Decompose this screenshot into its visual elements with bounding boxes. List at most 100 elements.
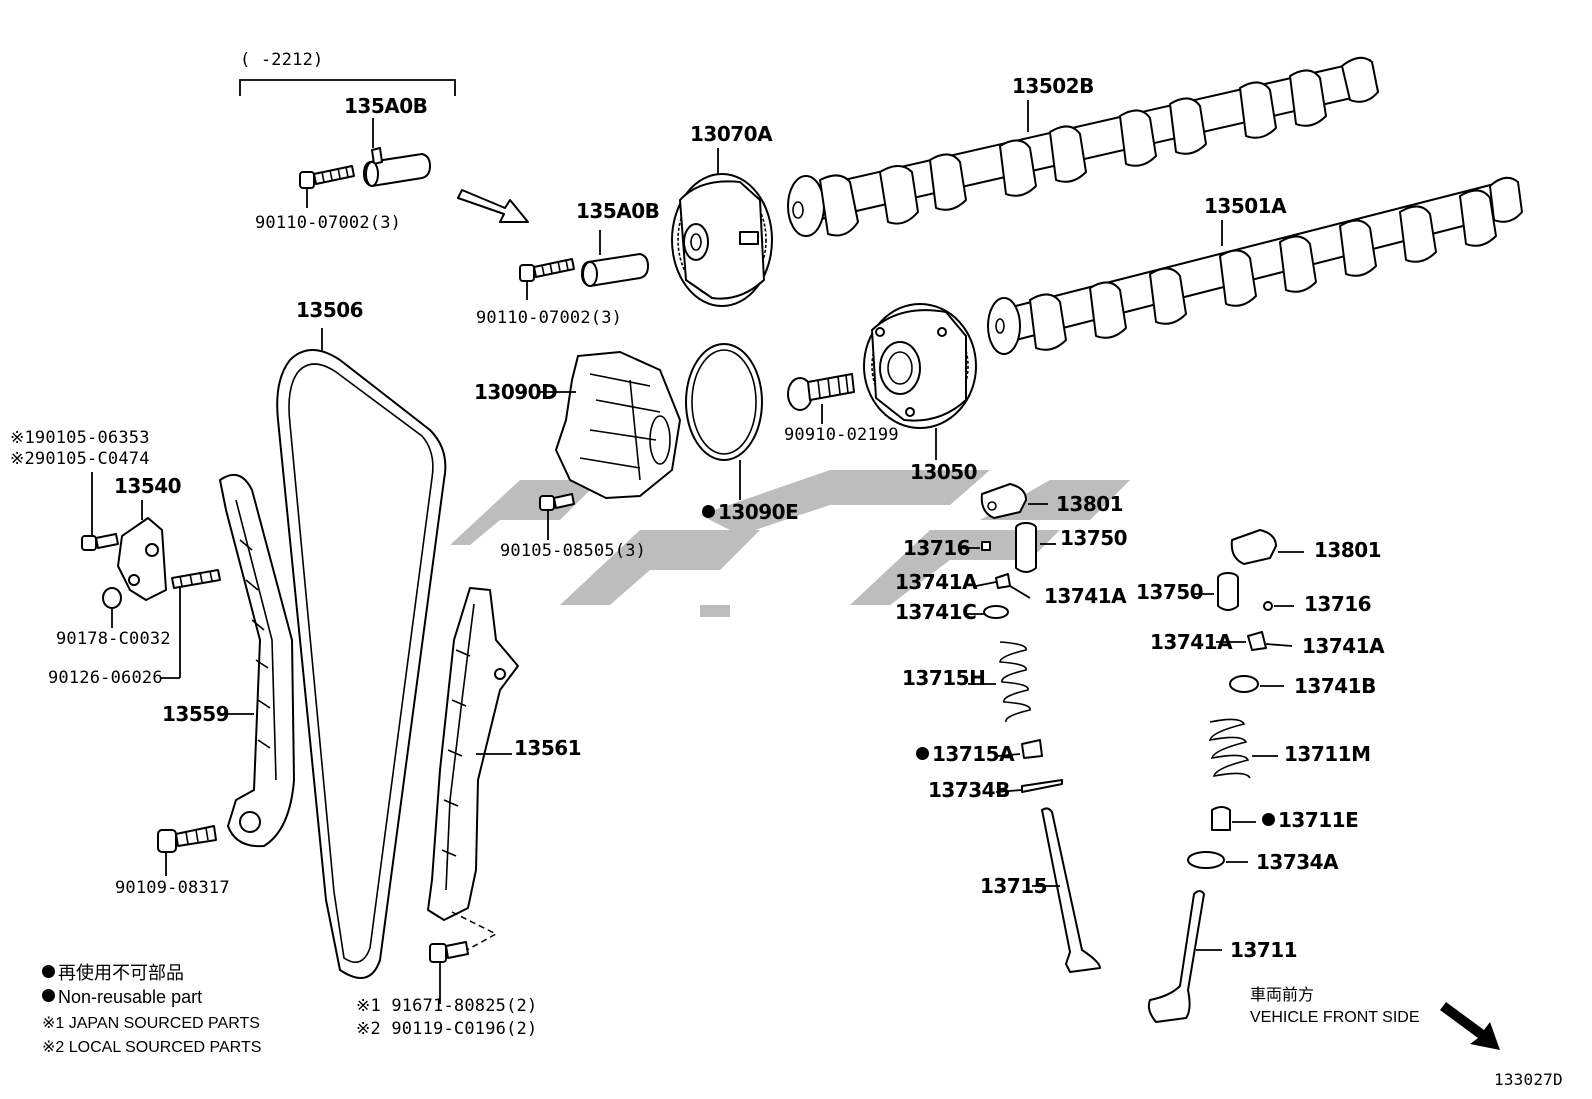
bolt-91671 <box>429 941 469 963</box>
stud-90126 <box>171 569 221 589</box>
label-13741B: 13741B <box>1294 674 1376 698</box>
label-13741A-a2: 13741A <box>1044 584 1127 608</box>
label-13715: 13715 <box>980 874 1048 898</box>
label-13711M: 13711M <box>1284 742 1371 766</box>
legend-japan-sourced: ※1 JAPAN SOURCED PARTS <box>42 1015 260 1032</box>
label-13716-a: 13716 <box>903 536 971 560</box>
label-13741A-b1: 13741A <box>1150 630 1233 654</box>
tensioner-13540 <box>117 517 167 601</box>
sprocket-13070A <box>671 173 773 307</box>
bolt-90105-08505 <box>539 493 575 511</box>
label-90105-06353: ※190105-06353 <box>10 428 150 448</box>
legend-nonreusable-jp: 再使用不可部品 <box>42 964 184 982</box>
keeper-13741A-b <box>1247 631 1267 651</box>
shim-13734B <box>1021 779 1063 793</box>
nonreusable-dot-icon <box>42 989 55 1002</box>
label-13750-a: 13750 <box>1060 526 1128 550</box>
gasket-13090E <box>685 343 763 461</box>
label-91671: ※1 91671-80825(2) <box>356 996 538 1016</box>
lash-adjuster-13750-a <box>1015 522 1037 573</box>
label-90110-top: 90110-07002(3) <box>255 213 402 233</box>
nonreusable-dot-icon <box>702 505 715 518</box>
shim-13734A <box>1187 851 1225 869</box>
label-13716-b: 13716 <box>1304 592 1372 616</box>
timing-chain-13506 <box>276 349 447 979</box>
label-13711: 13711 <box>1230 938 1298 962</box>
sensor-135A0B-top <box>363 147 431 187</box>
label-13559: 13559 <box>162 702 230 726</box>
cap-13716-a <box>981 541 991 551</box>
valve-13715 <box>1041 807 1101 973</box>
valve-13711 <box>1147 890 1205 1023</box>
direction-label-jp: 車両前方 <box>1250 987 1315 1004</box>
bolt-90110-mid <box>519 258 575 282</box>
spring-13715H <box>999 641 1031 723</box>
retainer-13741B <box>1229 675 1259 693</box>
label-13501A: 13501A <box>1204 194 1287 218</box>
label-90105-08505: 90105-08505(3) <box>500 541 647 561</box>
label-90119: ※2 90119-C0196(2) <box>356 1019 538 1039</box>
seal-13711E <box>1211 806 1231 831</box>
diagram-code: 133027D <box>1494 1070 1563 1089</box>
cap-13716-b <box>1263 601 1273 611</box>
label-13734A: 13734A <box>1256 850 1339 874</box>
label-13734B: 13734B <box>928 778 1010 802</box>
label-135A0B-mid: 135A0B <box>576 199 660 223</box>
seal-13715A <box>1021 739 1043 759</box>
label-13801-a: 13801 <box>1056 492 1124 516</box>
chain-guide-13561 <box>427 587 519 921</box>
label-13715A: 13715A <box>916 744 1015 764</box>
vehicle-front-arrow-icon <box>1440 1002 1500 1050</box>
label-13540: 13540 <box>114 474 182 498</box>
rocker-13801-b <box>1230 529 1277 565</box>
bracket <box>239 79 456 96</box>
bolt-90109 <box>157 825 217 853</box>
label-13506: 13506 <box>296 298 364 322</box>
nut-90178 <box>102 587 122 609</box>
direction-label-en: VEHICLE FRONT SIDE <box>1250 1009 1420 1026</box>
label-13741C: 13741C <box>895 600 977 624</box>
keeper-13741A-a <box>995 573 1011 589</box>
vvt-gear-13050 <box>863 303 977 429</box>
label-13711E: 13711E <box>1262 810 1359 830</box>
label-13715H: 13715H <box>902 666 986 690</box>
tensioner-arm-13559 <box>219 473 295 848</box>
nonreusable-dot-icon <box>916 747 929 760</box>
label-13070A: 13070A <box>690 122 773 146</box>
label-90178: 90178-C0032 <box>56 629 171 649</box>
label-13561: 13561 <box>514 736 582 760</box>
label-13750-b: 13750 <box>1136 580 1204 604</box>
label-13090E: 13090E <box>702 502 799 522</box>
label-13801-b: 13801 <box>1314 538 1382 562</box>
nonreusable-dot-icon <box>42 965 55 978</box>
label-90910: 90910-02199 <box>784 425 899 445</box>
bracket-range-label: ( -2212) <box>240 50 324 70</box>
label-13050: 13050 <box>910 460 978 484</box>
sensor-135A0B-mid <box>581 253 649 287</box>
rocker-13801-a <box>980 483 1027 519</box>
label-90126: 90126-06026 <box>48 668 163 688</box>
label-13741A-b2: 13741A <box>1302 634 1385 658</box>
retainer-13741C <box>983 605 1009 619</box>
nonreusable-dot-icon <box>1262 813 1275 826</box>
cover-13090D <box>555 351 681 499</box>
legend-local-sourced: ※2 LOCAL SOURCED PARTS <box>42 1039 262 1056</box>
legend-nonreusable-en: Non-reusable part <box>42 988 202 1006</box>
label-135A0B-top: 135A0B <box>344 94 428 118</box>
arrow-icon <box>457 189 529 223</box>
bolt-90105-06353 <box>81 533 119 551</box>
label-13502B: 13502B <box>1012 74 1094 98</box>
lash-adjuster-13750-b <box>1217 572 1239 611</box>
camshaft-13502B <box>787 56 1379 237</box>
camshaft-13501A <box>987 176 1523 355</box>
label-90109: 90109-08317 <box>115 878 230 898</box>
bolt-90110-top <box>299 165 355 189</box>
spring-13711M <box>1208 718 1251 779</box>
label-13090D: 13090D <box>474 380 558 404</box>
label-90110-mid: 90110-07002(3) <box>476 308 623 328</box>
label-90105-C0474: ※290105-C0474 <box>10 449 150 469</box>
label-13741A-a1: 13741A <box>895 570 978 594</box>
bolt-90910 <box>787 373 855 411</box>
